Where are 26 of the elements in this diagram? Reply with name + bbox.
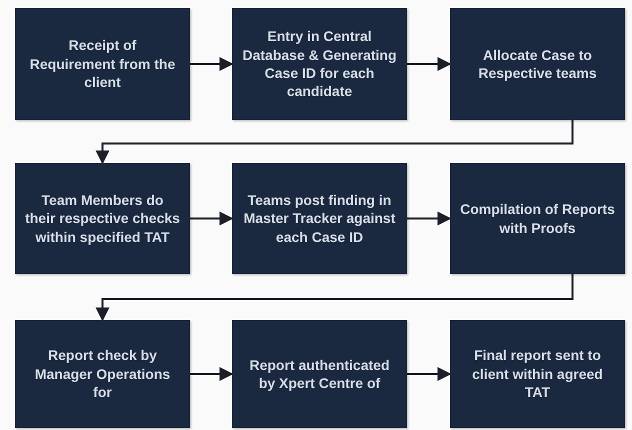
process-box: [15, 8, 190, 120]
arrow: [190, 367, 234, 381]
process-label: Entry in Central Database & Generating Case ID for each candidate: [242, 27, 397, 101]
process-box: [15, 163, 190, 274]
process-box: [450, 8, 625, 120]
arrow: [407, 367, 452, 381]
process-box: [232, 320, 407, 428]
arrow: [190, 212, 234, 226]
process-label: Receipt of Requirement from the client: [28, 36, 176, 92]
process-box: [232, 8, 407, 120]
arrow: [96, 120, 574, 164]
arrow: [407, 57, 452, 71]
process-label: Compilation of Reports with Proofs: [460, 200, 615, 237]
process-label: Report authenticated by Xpert Centre of: [248, 356, 390, 392]
process-label: Teams post finding in Master Tracker against each Case ID: [242, 190, 396, 246]
process-box: [15, 320, 190, 428]
arrow: [407, 212, 452, 226]
process-label: Team Members do their respective checks within specified TAT: [25, 190, 180, 246]
arrow: [96, 274, 574, 322]
arrow: [190, 57, 234, 71]
process-label: Final report sent to client within agreed TAT: [471, 346, 604, 402]
process-box: [450, 320, 625, 428]
process-box: [450, 163, 625, 274]
process-box: [232, 163, 407, 274]
process-label: Report check by Manager Operations for: [34, 346, 172, 402]
process-label: Allocate Case to Respective teams: [477, 46, 598, 82]
